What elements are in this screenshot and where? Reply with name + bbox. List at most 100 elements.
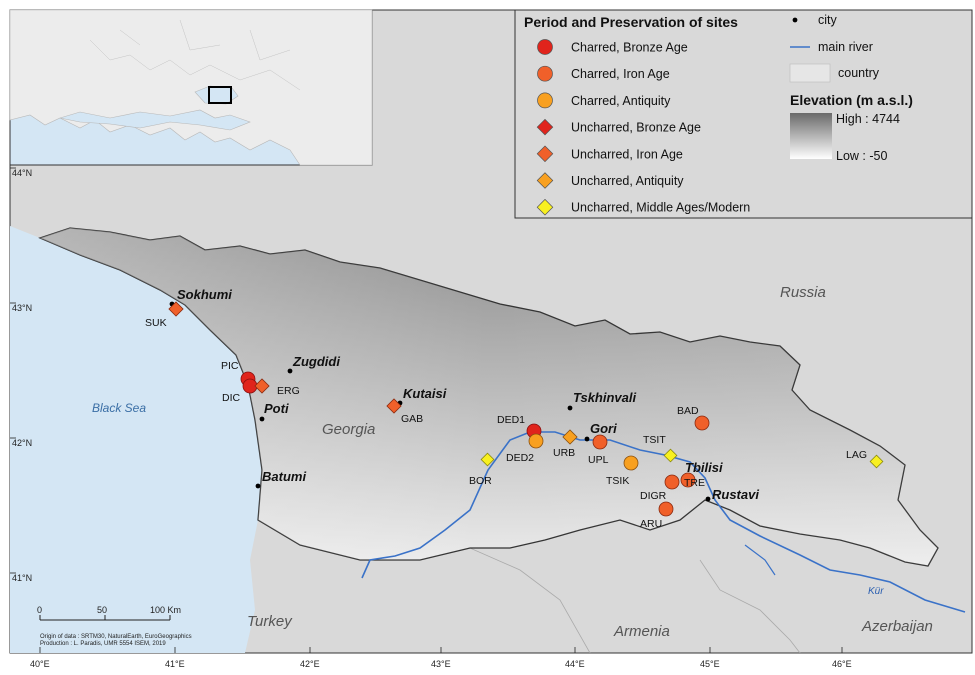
site-label-bad: BAD	[677, 405, 699, 417]
legend-symbol-4	[536, 145, 554, 163]
site-label-ded2: DED2	[506, 452, 534, 464]
site-label-digr: DIGR	[640, 490, 667, 502]
site-marker-tsik[interactable]	[623, 455, 639, 471]
site-marker-ded2[interactable]	[528, 433, 544, 449]
legend-elevation-ramp	[790, 113, 832, 159]
site-label-tsik: TSIK	[606, 475, 629, 487]
legend-item-label-2: Charred, Antiquity	[571, 94, 671, 108]
site-marker-tsit[interactable]	[663, 448, 678, 463]
inset-map	[9, 9, 373, 166]
city-label-kutaisi: Kutaisi	[403, 386, 447, 401]
scale-bar: 0 50 100 Km	[37, 605, 181, 621]
legend-symbol-5	[536, 172, 554, 189]
city-label-sokhumi: Sokhumi	[177, 287, 232, 302]
city-dot-poti	[259, 416, 265, 422]
site-label-aru: ARU	[640, 518, 662, 530]
legend-item-label-5: Uncharred, Antiquity	[571, 174, 684, 188]
city-dot-gori	[584, 436, 590, 442]
site-label-suk: SUK	[145, 317, 167, 329]
credits-line-2: Production : L. Paradis, UMR 5554 ISEM, …	[40, 641, 166, 647]
legend-elevation-high: High : 4744	[836, 112, 900, 126]
legend-item-label-0: Charred, Bronze Age	[571, 41, 688, 55]
site-label-tre: TRE	[684, 477, 705, 489]
georgia-shading	[40, 228, 938, 566]
lat-label-42: 42°N	[12, 438, 32, 448]
scalebar-label-50: 50	[97, 605, 107, 615]
cities: Sokhumi Zugdidi Poti Batumi Kutaisi Tskh…	[169, 287, 759, 502]
site-label-bor: BOR	[469, 475, 492, 487]
legend-country-label: country	[838, 66, 880, 80]
site-marker-bad[interactable]	[694, 415, 710, 431]
site-marker-tre[interactable]	[680, 472, 696, 488]
lon-label-43: 43°E	[431, 659, 451, 669]
lon-label-45: 45°E	[700, 659, 720, 669]
city-label-batumi: Batumi	[262, 469, 306, 484]
site-marker-bor[interactable]	[480, 452, 495, 467]
site-marker-aru[interactable]	[658, 501, 674, 517]
lon-label-41: 41°E	[165, 659, 185, 669]
city-label-tbilisi: Tbilisi	[685, 460, 723, 475]
site-label-lag: LAG	[846, 449, 867, 461]
site-marker-erg[interactable]	[254, 378, 270, 394]
legend-symbol-2	[537, 92, 553, 109]
lon-label-40: 40°E	[30, 659, 50, 669]
legend-item-label-3: Uncharred, Bronze Age	[571, 121, 701, 135]
site-label-ded1: DED1	[497, 414, 525, 426]
label-kur-river: Kür	[868, 586, 884, 597]
site-marker-digr[interactable]	[664, 474, 680, 490]
graticule-labels: 44°N 43°N 42°N 41°N 40°E 41°E 42°E 43°E …	[12, 168, 852, 669]
city-label-gori: Gori	[590, 421, 617, 436]
label-armenia: Armenia	[613, 623, 670, 640]
sites: SUK PIC DIC ERG GAB DED1 DED2 URB UPL	[145, 301, 884, 530]
label-turkey: Turkey	[247, 613, 293, 630]
site-marker-gab[interactable]	[386, 398, 402, 414]
legend-elevation-title: Elevation (m a.s.l.)	[790, 92, 913, 108]
lon-label-46: 46°E	[832, 659, 852, 669]
legend-item-label-1: Charred, Iron Age	[571, 67, 670, 81]
lon-label-42: 42°E	[300, 659, 320, 669]
label-russia: Russia	[780, 284, 826, 301]
credits-line-1: Origin of data : SRTM30, NaturalEarth, E…	[40, 634, 192, 640]
graticule-ticks	[10, 167, 843, 653]
site-label-urb: URB	[553, 447, 575, 459]
site-marker-urb[interactable]	[562, 429, 578, 445]
city-dot-batumi	[255, 483, 261, 489]
lon-label-44: 44°E	[565, 659, 585, 669]
site-marker-suk[interactable]	[168, 301, 184, 317]
label-azerbaijan: Azerbaijan	[861, 618, 933, 635]
site-label-dic: DIC	[222, 392, 241, 404]
legend-country-swatch	[789, 63, 831, 83]
lat-label-41: 41°N	[12, 573, 32, 583]
legend-symbol-0	[537, 39, 553, 55]
scalebar-label-100: 100 Km	[150, 605, 181, 615]
site-marker-lag[interactable]	[869, 454, 884, 469]
city-dot-tskhinvali	[567, 405, 573, 411]
scalebar-label-0: 0	[37, 605, 42, 615]
city-label-rustavi: Rustavi	[712, 487, 759, 502]
legend-symbol-6	[536, 198, 554, 216]
legend-river-label: main river	[818, 40, 873, 54]
legend-symbol-1	[537, 65, 553, 82]
black-sea	[10, 170, 262, 653]
city-label-zugdidi: Zugdidi	[292, 354, 340, 369]
site-marker-upl[interactable]	[592, 434, 608, 450]
legend-box	[514, 9, 973, 219]
site-label-pic: PIC	[221, 360, 239, 372]
site-label-upl: UPL	[588, 454, 609, 466]
inset-europe-land	[9, 9, 373, 166]
legend-item-label-4: Uncharred, Iron Age	[571, 147, 683, 161]
label-georgia: Georgia	[322, 421, 375, 438]
rioni-river	[744, 544, 776, 576]
site-label-tsit: TSIT	[643, 434, 666, 446]
site-label-erg: ERG	[277, 385, 300, 397]
inset-mediterranean	[59, 109, 251, 131]
legend-item-label-6: Uncharred, Middle Ages/Modern	[571, 201, 750, 215]
label-black-sea: Black Sea	[92, 401, 146, 415]
border-armenia-azerbaijan	[699, 559, 801, 653]
city-label-tskhinvali: Tskhinvali	[573, 390, 636, 405]
legend-city-label: city	[818, 13, 838, 27]
legend-city-dot	[792, 17, 798, 23]
